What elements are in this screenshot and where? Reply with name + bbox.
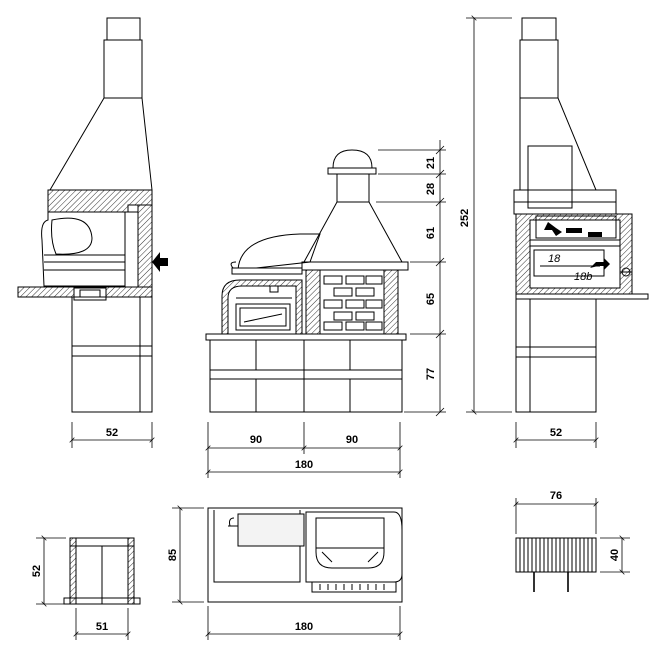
chimney-cap-left (106, 17, 141, 41)
oven-plan (237, 513, 305, 547)
dim-side-depth-right: 52 (550, 427, 562, 439)
firebox-outline (41, 212, 125, 287)
heat-arrow-icon (590, 258, 610, 270)
grate-bars-plan (319, 584, 385, 590)
dim-height-65: 65 (425, 293, 437, 305)
dim-grill-height: 40 (609, 549, 621, 561)
oven-dome (237, 233, 321, 271)
base-front (209, 339, 403, 413)
dim-height-21: 21 (425, 157, 437, 169)
callout-18: 18 (548, 253, 561, 265)
inner-panel (124, 211, 139, 288)
chimney-stack-right (519, 39, 559, 99)
grill-bars (519, 538, 593, 572)
grill-detail: 76 40 (516, 490, 630, 592)
right-side-view: 18 18b 52 (513, 17, 649, 448)
dim-cap-height: 52 (31, 565, 43, 577)
dim-height-77: 77 (425, 368, 437, 380)
base-right (515, 298, 597, 413)
chimney-cap-detail: 52 51 (31, 538, 141, 640)
dim-cap-width: 51 (96, 621, 108, 633)
dim-height-28: 28 (425, 183, 437, 195)
hood-lintel (301, 261, 409, 271)
dim-side-depth-left: 52 (106, 427, 118, 439)
left-side-view: 52 (17, 17, 168, 448)
counter-top (205, 333, 407, 341)
plan-view: 85 180 (167, 507, 403, 640)
hood-right (519, 97, 597, 191)
dim-total-height: 252 (459, 209, 471, 227)
front-view: 90 90 180 21 28 61 65 77 252 (205, 18, 512, 478)
dim-height-61: 61 (425, 227, 437, 239)
airflow-arrow-icon (152, 252, 168, 272)
dim-plan-depth: 85 (167, 549, 179, 561)
grill-plan (305, 511, 403, 583)
chimney-stack-front (336, 173, 370, 203)
dim-front-width-left: 90 (250, 434, 262, 446)
dim-front-width-right: 90 (346, 434, 358, 446)
flue-arrow-icon (544, 222, 562, 236)
callout-18b: 18b (574, 271, 592, 283)
hood-front (303, 201, 403, 263)
dim-plan-width: 180 (295, 621, 313, 633)
oven-door (235, 303, 291, 331)
brick-pattern (323, 275, 383, 331)
chimney-cap-right (521, 17, 557, 41)
plan-outline (207, 507, 403, 603)
back-wall-section (137, 204, 153, 288)
hood-left (49, 97, 153, 191)
dim-grill-width: 76 (550, 490, 562, 502)
chimney-stack-left (103, 39, 143, 99)
dim-front-total-width: 180 (295, 459, 313, 471)
hood-base-section (47, 189, 153, 213)
chimney-dome (332, 149, 373, 169)
firebox-curve (51, 217, 93, 255)
